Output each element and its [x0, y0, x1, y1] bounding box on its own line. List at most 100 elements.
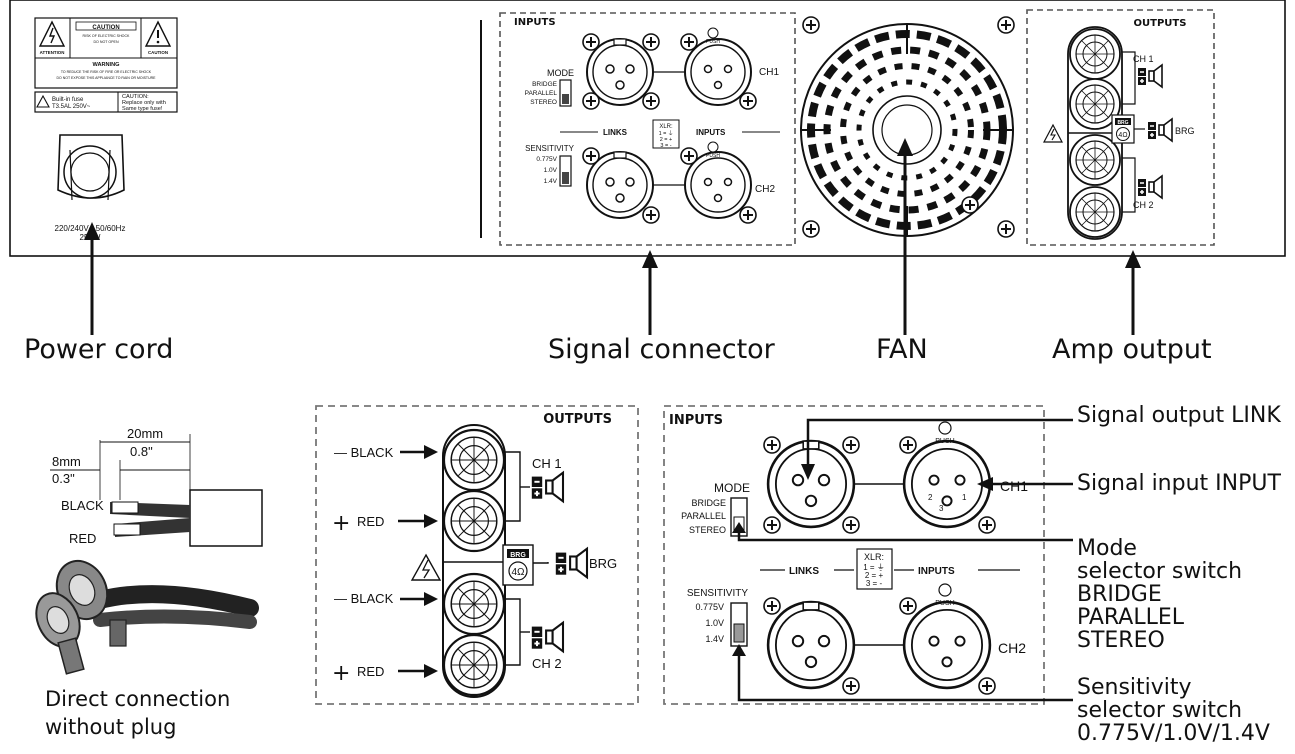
fuse-text-2: T3.5AL 250V~ [52, 104, 91, 110]
rear-inputs-panel: INPUTS MODE BRIDGE PARALLEL STEREO SENSI… [499, 12, 796, 246]
rear-sens-2: 1.0V [544, 167, 558, 174]
detail-ch1-label: CH 1 [532, 456, 562, 471]
detail-bridge-label: BRIDGE [691, 498, 726, 508]
mode-callout-line-4: PARALLEL [1077, 605, 1185, 630]
caution-line-1: RISK OF ELECTRIC SHOCK [83, 34, 131, 38]
sensitivity-arrowhead [732, 644, 746, 656]
screw-icon [763, 436, 781, 454]
rear-push-2: PUSH [706, 153, 720, 159]
detail-sens-3: 1.4V [705, 634, 724, 644]
rear-out-ch1-label: CH 1 [1133, 54, 1154, 64]
detail-speakon-ch2a[interactable] [442, 572, 506, 636]
detail-stereo-label: STEREO [689, 525, 726, 535]
mode-callout-line-5: STEREO [1077, 628, 1165, 653]
screw-icon [642, 92, 660, 110]
cable-illustration [35, 559, 259, 675]
screw-icon [582, 92, 600, 110]
rear-inputs-label: INPUTS [696, 128, 726, 137]
detail-plus-1: + [332, 511, 350, 536]
caution-title: CAUTION [92, 25, 119, 31]
screw-icon [582, 147, 600, 165]
sensitivity-selector-callout: Sensitivity selector switch 0.775V/1.0V/… [1077, 676, 1270, 745]
signal-input-callout: Signal input INPUT [1077, 471, 1281, 496]
detail-ohm: 4Ω [511, 567, 525, 578]
screw-icon [899, 597, 917, 615]
detail-black-1: — BLACK [334, 445, 394, 460]
detail-xlr-1: 1 = ⏚ [863, 563, 885, 572]
detail-pin-1: 1 [962, 493, 967, 502]
screw-icon [842, 677, 860, 695]
wire-detail: 20mm 0.8" 8mm 0.3" BLACK RED [35, 426, 263, 675]
screw-icon [978, 516, 996, 534]
rear-xlr-2: 2 = + [660, 137, 673, 143]
power-inlet: 220/240V~ 50/60Hz 250W [55, 134, 125, 242]
screw-icon [680, 147, 698, 165]
screw-icon [582, 33, 600, 51]
screw-icon [763, 516, 781, 534]
detail-red-2: RED [357, 664, 384, 679]
detail-speakon-ch1b[interactable] [442, 489, 506, 553]
rear-mode-switch[interactable] [559, 79, 572, 107]
detail-plus-2: + [332, 661, 350, 686]
detail-speakon-ch1a[interactable] [442, 428, 506, 492]
rear-xlr-1: 1 = ⏚ [659, 130, 674, 137]
rear-speakon-ch1a[interactable] [1069, 28, 1121, 80]
detail-red-1: RED [357, 514, 384, 529]
rear-ch1-label: CH1 [759, 67, 779, 78]
detail-warning-icon [410, 553, 442, 581]
rear-xlr-3: 3 = - [660, 143, 671, 149]
sens-callout-line-2: selector switch [1077, 698, 1243, 723]
screw-icon [802, 220, 820, 238]
rear-brg-badge: BRG [1117, 120, 1128, 126]
rear-parallel-label: PARALLEL [525, 90, 558, 97]
rear-speakon-ch2b[interactable] [1069, 186, 1121, 238]
exclamation-warning-icon [144, 20, 172, 47]
detail-link-ch2-connector[interactable] [766, 600, 856, 690]
detail-inputs-label: INPUTS [918, 566, 955, 577]
detail-push-2: PUSH [935, 600, 954, 607]
mode-arrowhead [732, 522, 746, 533]
fan-label: FAN [876, 334, 928, 365]
mode-selector-callout: Mode selector switch BRIDGE PARALLEL STE… [1077, 537, 1242, 652]
warning-label: CAUTION RISK OF ELECTRIC SHOCK DO NOT OP… [34, 17, 178, 89]
detail-speakon-ch2b[interactable] [442, 633, 506, 697]
direct-connection-caption-2: without plug [45, 715, 176, 739]
screw-icon [642, 206, 660, 224]
sens-callout-line-3: 0.775V/1.0V/1.4V [1077, 721, 1270, 746]
detail-input-ch2-connector[interactable] [902, 600, 992, 690]
detail-push-1: PUSH [935, 438, 954, 445]
detail-parallel-label: PARALLEL [681, 511, 726, 521]
signal-connector-label: Signal connector [548, 334, 775, 365]
rear-outputs-title: OUTPUTS [1134, 18, 1187, 29]
input-arrowhead [977, 477, 993, 491]
rear-links-label: LINKS [603, 128, 628, 137]
caution-line-2: DO NOT OPEN [93, 40, 118, 44]
screw-icon [739, 206, 757, 224]
fuse-caution-2: Replace only with [122, 100, 166, 106]
amp-output-label: Amp output [1052, 334, 1212, 365]
wire-red-label: RED [69, 531, 96, 546]
screw-icon [842, 516, 860, 534]
rear-mode-label: MODE [547, 68, 574, 78]
fuse-text-1: Built-in fuse [52, 97, 84, 103]
dim-08: 0.8" [130, 444, 153, 459]
rear-ohm: 4Ω [1118, 132, 1127, 139]
rear-brg-label: BRG [1175, 126, 1195, 136]
fuse-warning-icon [36, 94, 50, 108]
screw-icon [997, 16, 1015, 34]
detail-link-ch1-connector[interactable] [766, 439, 856, 529]
caution-text: CAUTION [148, 50, 168, 55]
mode-callout-line-2: selector switch [1077, 559, 1243, 584]
detail-ch2-label: CH 2 [532, 656, 562, 671]
rear-ch2-label: CH2 [755, 184, 775, 195]
direct-connection-caption-1: Direct connection [45, 687, 230, 711]
rear-sens-1: 0.775V [536, 156, 557, 163]
detail-black-2: — BLACK [334, 591, 394, 606]
sens-callout-line-1: Sensitivity [1077, 675, 1192, 700]
rear-sensitivity-switch[interactable] [559, 155, 572, 187]
screw-icon [763, 597, 781, 615]
screw-icon [802, 16, 820, 34]
detail-brg-badge: BRG [510, 552, 526, 559]
rear-input-ch1-connector[interactable] [684, 38, 752, 106]
